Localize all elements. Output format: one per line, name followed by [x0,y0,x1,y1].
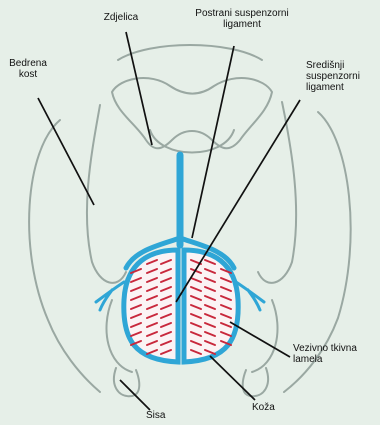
label-lateral-ligament: Postrani suspenzorni ligament [172,8,312,30]
pelvis-ring [150,130,234,153]
back-outline [118,45,262,60]
leader-femur [38,98,94,205]
label-femur-line2: kost [0,69,56,80]
label-lateral-ligament-line2: ligament [172,19,312,30]
label-lamella-line1: Vezivno tkivna [293,343,379,354]
leader-lateral-ligament [192,46,234,238]
label-lateral-ligament-line1: Postrani suspenzorni [172,8,312,19]
leader-skin [210,356,255,400]
mammary-gland [124,250,238,362]
left-teat-outline [114,368,139,396]
label-teat: Sisa [146,410,186,421]
label-pelvis: Zdjelica [78,12,164,23]
right-femur-outline [258,102,296,283]
leader-lamella [230,322,290,357]
label-median-ligament-line3: ligament [306,82,378,93]
pelvis-outline [112,78,272,148]
label-femur-line1: Bedrena [0,58,56,69]
label-median-ligament-line2: suspenzorni [306,71,378,82]
left-femur-outline [87,105,126,283]
label-lamella-line2: lamela [293,354,379,365]
left-thigh-outline [29,120,100,392]
label-femur: Bedrena kost [0,58,56,80]
label-lamella: Vezivno tkivna lamela [293,343,379,365]
label-skin: Koža [252,402,292,413]
label-median-ligament: Središnji suspenzorni ligament [306,60,378,93]
label-median-ligament-line1: Središnji [306,60,378,71]
